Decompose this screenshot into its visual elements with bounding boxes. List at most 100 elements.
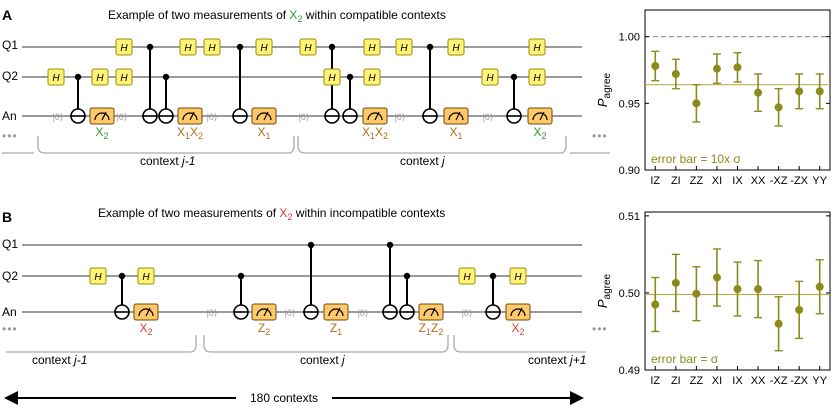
control-dot bbox=[162, 73, 170, 81]
control-dot bbox=[386, 241, 394, 249]
hadamard-label: H bbox=[142, 272, 150, 283]
measurement-label: X2 bbox=[533, 125, 546, 141]
qubit-label-ancilla: An bbox=[2, 109, 17, 123]
cnot-b-4 bbox=[382, 241, 398, 320]
x-tick-label: ZI bbox=[671, 175, 681, 187]
cnot-b-2 bbox=[233, 272, 249, 320]
data-point bbox=[754, 259, 763, 319]
measurement-a-2: X1 bbox=[251, 107, 277, 141]
qubit-label-q1-b: Q1 bbox=[2, 237, 18, 251]
control-dot bbox=[236, 43, 244, 51]
panel-a-title: Example of two measurements of X2 within… bbox=[108, 8, 446, 24]
measurement-a-4: X1 bbox=[443, 107, 469, 141]
ket-zero-b-0: |0⟩ bbox=[207, 308, 218, 318]
measurement-b-3: Z1Z2 bbox=[418, 303, 444, 337]
measurement-label: X1 bbox=[257, 125, 270, 141]
hadamard-gate-a-q1-7: H bbox=[447, 38, 465, 56]
marker bbox=[733, 63, 742, 72]
qubit-label-q1: Q1 bbox=[2, 38, 18, 52]
data-point bbox=[671, 58, 680, 90]
y-tick-label: 0.51 bbox=[619, 211, 640, 223]
data-point bbox=[733, 261, 742, 317]
marker bbox=[815, 282, 824, 291]
hadamard-label: H bbox=[533, 73, 541, 84]
ket-zero-a-4: |0⟩ bbox=[395, 112, 406, 122]
control-dot bbox=[307, 241, 315, 249]
hadamard-gate-a-q1-2: H bbox=[203, 38, 221, 56]
marker bbox=[692, 99, 701, 108]
panel-b-title-post: within incompatible contexts bbox=[292, 206, 445, 220]
hadamard-label: H bbox=[514, 272, 522, 283]
cnot-b-3 bbox=[303, 241, 319, 320]
qubit-label-q2-b: Q2 bbox=[2, 269, 18, 283]
cnot-a-6 bbox=[342, 73, 358, 124]
ket-zero-a-3: |0⟩ bbox=[299, 112, 310, 122]
measurement-label: X1 bbox=[449, 125, 462, 141]
marker bbox=[754, 285, 763, 294]
hadamard-gate-b-1: H bbox=[137, 267, 155, 285]
data-point bbox=[651, 276, 660, 333]
qubit-label-q2: Q2 bbox=[2, 69, 18, 83]
data-point bbox=[692, 83, 701, 123]
x-tick-label: -XZ bbox=[770, 175, 788, 187]
ancilla-resets: |0⟩|0⟩|0⟩|0⟩|0⟩|0⟩ bbox=[53, 112, 494, 122]
hadamard-label: H bbox=[208, 43, 216, 54]
x-tick-label: ZZ bbox=[690, 375, 704, 387]
x-tick-label: IZ bbox=[650, 375, 660, 387]
context-label-a-2: context j bbox=[400, 154, 445, 168]
data-point bbox=[712, 53, 721, 85]
measurement-label: X1X2 bbox=[177, 125, 203, 141]
hadamard-gate-b-3: H bbox=[509, 267, 527, 285]
control-dot bbox=[328, 43, 336, 51]
data-point bbox=[651, 50, 660, 82]
y-tick-label: 0.49 bbox=[619, 365, 640, 377]
hadamard-label: H bbox=[368, 43, 376, 54]
panel-b-title: Example of two measurements of X2 within… bbox=[98, 206, 445, 222]
hadamard-gate-a-q2-2: H bbox=[115, 68, 133, 86]
context-bracket-b-j+1 bbox=[453, 335, 586, 353]
panel-a-title-pre: Example of two measurements of bbox=[108, 8, 289, 22]
control-dot bbox=[146, 43, 154, 51]
control-dot bbox=[346, 73, 354, 81]
controlled-nots-b bbox=[114, 241, 501, 320]
ket-zero-a-5: |0⟩ bbox=[483, 112, 494, 122]
measurement-b-0: X2 bbox=[133, 303, 159, 337]
ellipsis-left-b: ••• bbox=[2, 322, 18, 336]
control-dot bbox=[426, 43, 434, 51]
data-point bbox=[692, 266, 701, 322]
measurement-label: X2 bbox=[139, 321, 152, 337]
y-tick-label: 0.95 bbox=[619, 98, 640, 110]
data-point bbox=[774, 296, 783, 352]
measurement-label: Z1 bbox=[330, 321, 342, 337]
ket-zero-a-2: |0⟩ bbox=[207, 112, 218, 122]
panel-a-title-subscript: 2 bbox=[297, 14, 302, 24]
panel-a-title-symbol: X bbox=[289, 8, 297, 22]
panel-b-title-subscript: 2 bbox=[287, 212, 292, 222]
hadamard-gate-b-0: H bbox=[89, 267, 107, 285]
hadamard-gate-a-q2-1: H bbox=[91, 68, 109, 86]
hadamard-label: H bbox=[52, 73, 60, 84]
hadamard-gate-a-q2-3: H bbox=[323, 68, 341, 86]
arrow-right-head bbox=[570, 391, 584, 405]
x-tick-label: IX bbox=[732, 175, 743, 187]
x-tick-label: -ZX bbox=[790, 175, 808, 187]
arrow-label: 180 contexts bbox=[250, 391, 318, 405]
x-tick-label: XX bbox=[751, 175, 766, 187]
panel-a-title-post: within compatible contexts bbox=[302, 8, 445, 22]
measurement-b-4: X2 bbox=[505, 303, 531, 337]
measurement-b-2: Z1 bbox=[323, 303, 349, 337]
panel-b-title-symbol: X bbox=[279, 206, 287, 220]
ket-zero-b-1: |0⟩ bbox=[285, 308, 296, 318]
hadamard-gate-a-q2-4: H bbox=[363, 68, 381, 86]
marker bbox=[712, 64, 721, 73]
data-point bbox=[712, 248, 721, 307]
contexts-arrow: 180 contexts bbox=[4, 391, 584, 405]
marker bbox=[692, 289, 701, 298]
hadamard-gate-a-q2-5: H bbox=[481, 68, 499, 86]
measurement-a-5: X2 bbox=[527, 107, 553, 141]
qubit-label-ancilla-b: An bbox=[2, 305, 17, 319]
control-dot bbox=[237, 272, 245, 280]
panel-a: A Example of two measurements of X2 with… bbox=[2, 7, 610, 168]
x-tick-label: IX bbox=[732, 375, 743, 387]
